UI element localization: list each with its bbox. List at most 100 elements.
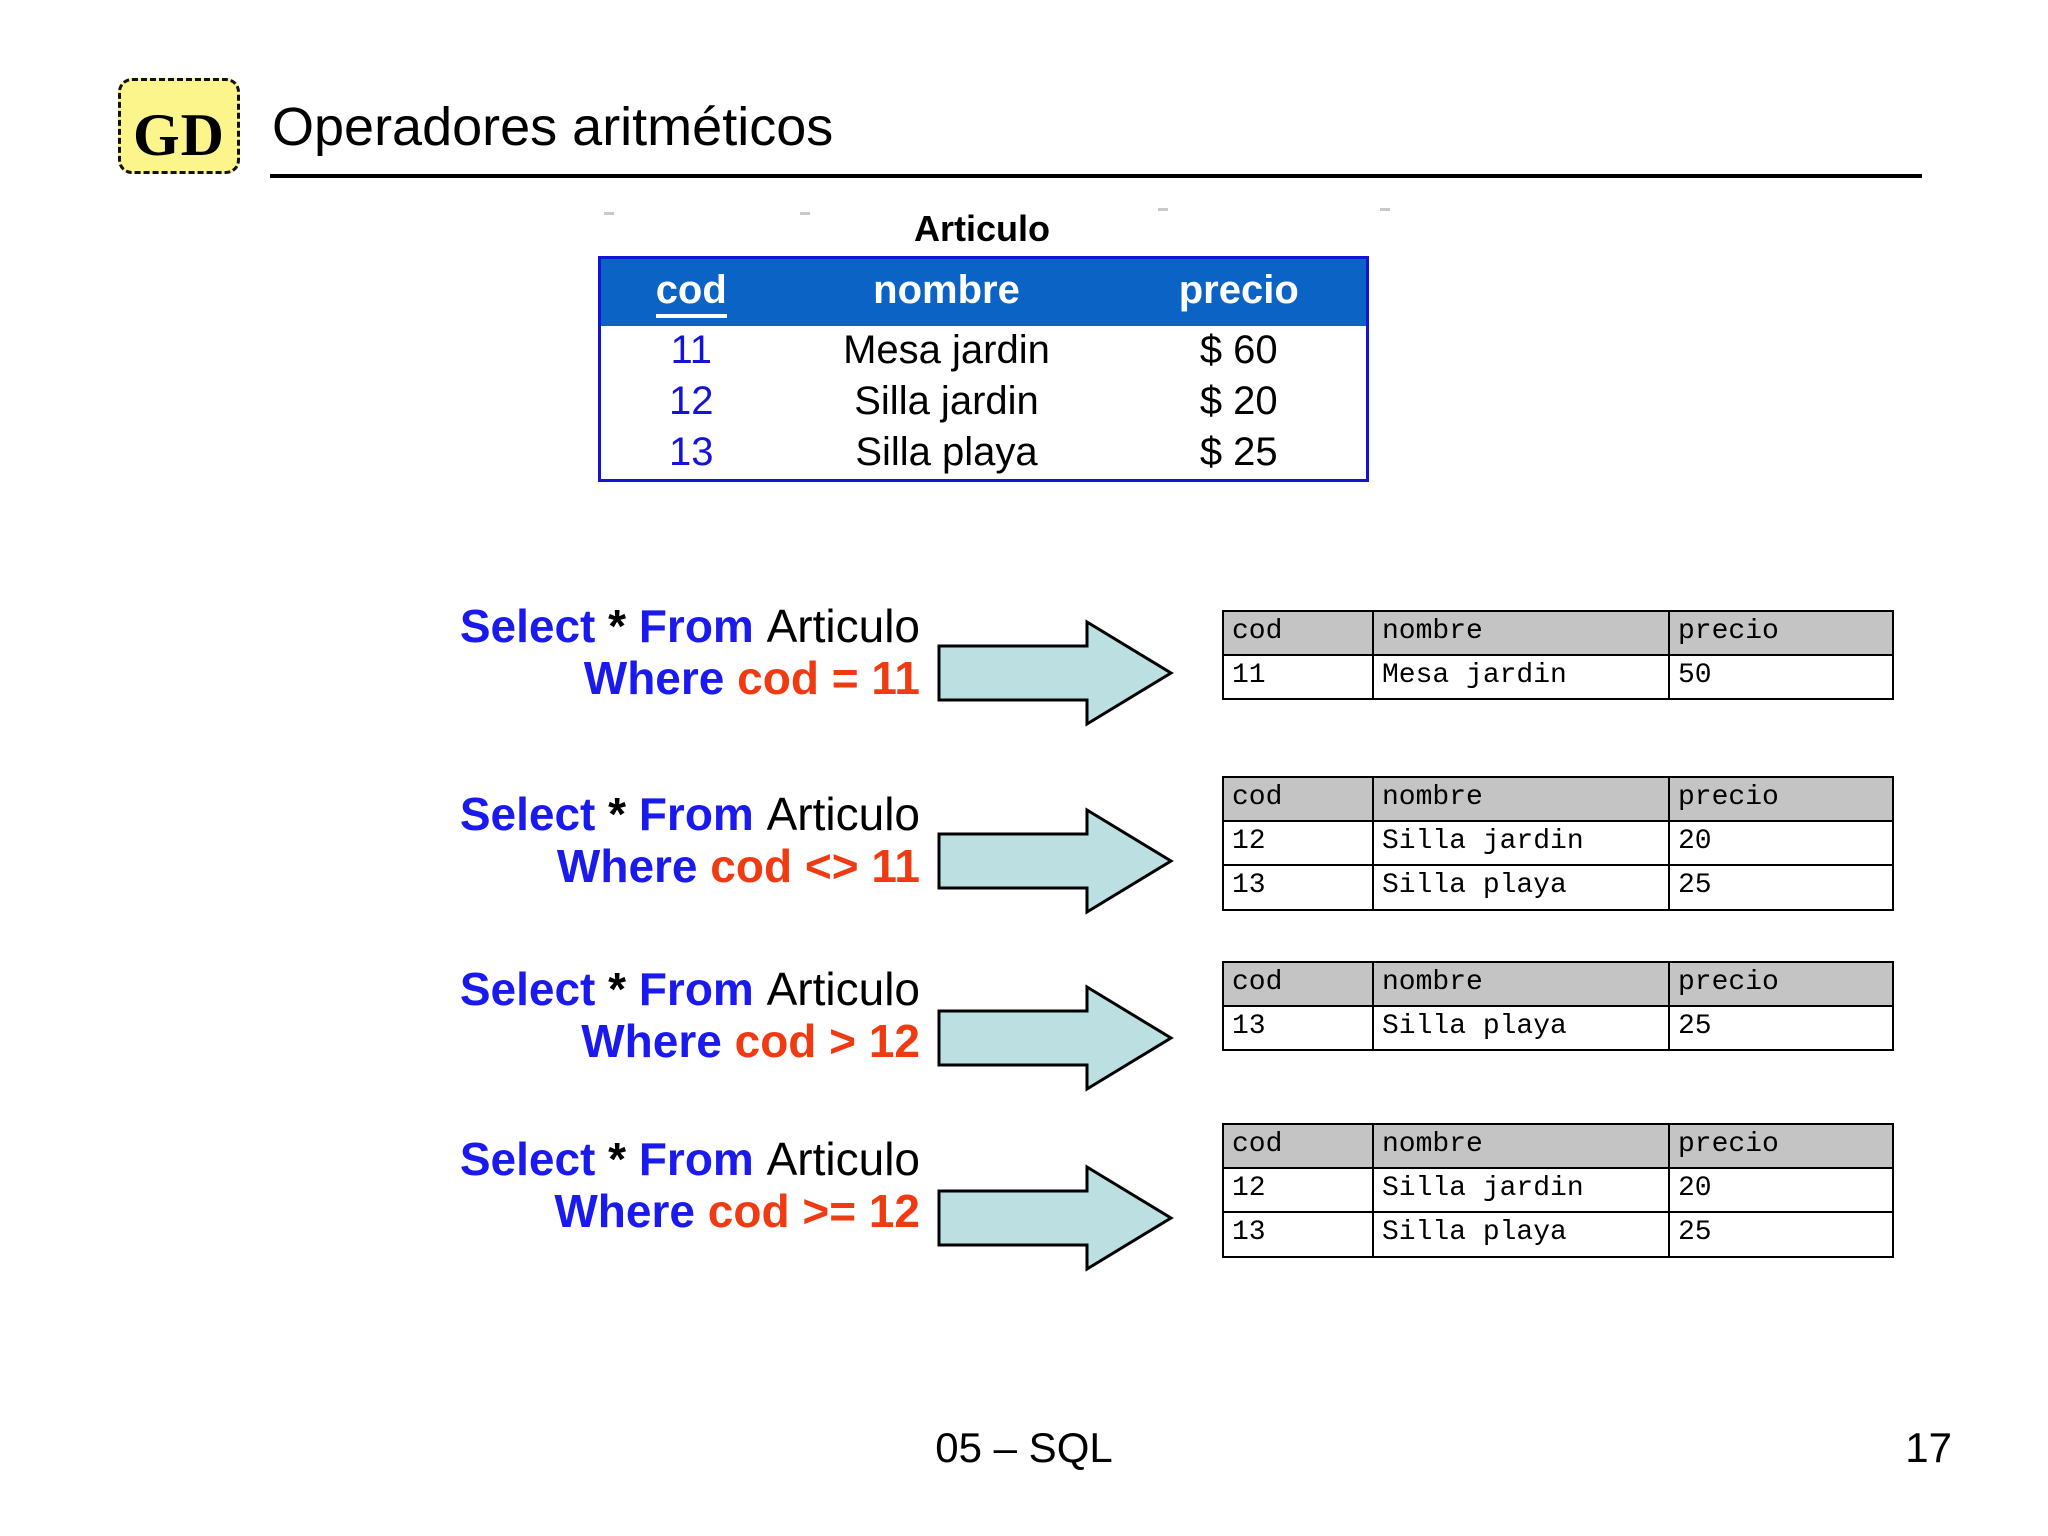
sql-keyword-select: Select: [459, 788, 596, 840]
result-col-cod: cod: [1222, 775, 1374, 823]
result-table-wrap-3: cod nombre precio 13 Silla playa 25: [1222, 960, 1894, 1052]
sql-keyword-where: Where: [554, 1185, 695, 1238]
articulo-table: cod nombre precio 11 Mesa jardin $ 60 12…: [598, 256, 1369, 482]
registration-tick: [800, 212, 810, 215]
result-col-cod: cod: [1222, 609, 1374, 657]
sql-condition: cod = 11: [737, 652, 920, 705]
right-arrow-icon: [935, 806, 1175, 916]
result-cell-precio: 25: [1668, 1211, 1894, 1258]
query-block-1: Select * From Articulo Where cod = 11 co…: [0, 600, 2048, 750]
result-cell-cod: 13: [1222, 1211, 1374, 1258]
registration-tick: [604, 212, 614, 215]
articulo-cell-precio: $ 25: [1199, 430, 1278, 474]
registration-tick: [1158, 208, 1168, 211]
result-col-precio: precio: [1668, 960, 1894, 1008]
sql-statement: Select * From Articulo Where cod >= 12: [180, 1133, 920, 1238]
result-table: cod nombre precio 12 Silla jardin 20 13 …: [1222, 1122, 1894, 1258]
sql-keyword-from: From: [638, 1133, 754, 1185]
sql-table-name: Articulo: [766, 1133, 920, 1185]
table-row: 11 Mesa jardin 50: [1222, 654, 1894, 701]
result-cell-precio: 20: [1668, 820, 1894, 867]
table-row: 13 Silla playa 25: [1222, 864, 1894, 911]
sql-keyword-select: Select: [459, 600, 596, 652]
sql-line-1: Select * From Articulo: [180, 963, 920, 1015]
sql-line-2: Where cod <> 11: [180, 840, 920, 892]
articulo-cell-precio: $ 60: [1199, 328, 1278, 372]
sql-condition: cod > 12: [734, 1015, 920, 1068]
articulo-col-nombre: nombre: [873, 268, 1020, 312]
result-col-cod: cod: [1222, 1122, 1374, 1170]
sql-keyword-where: Where: [583, 652, 725, 705]
result-cell-precio: 25: [1668, 864, 1894, 911]
footer-deck-label: 05 – SQL: [935, 1424, 1113, 1471]
result-cell-nombre: Silla playa: [1372, 1211, 1670, 1258]
sql-line-1: Select * From Articulo: [180, 788, 920, 840]
articulo-cell-nombre: Silla jardin: [854, 379, 1039, 423]
right-arrow-icon: [935, 1163, 1175, 1273]
articulo-col-precio: precio: [1178, 268, 1299, 312]
result-cell-cod: 13: [1222, 1005, 1374, 1052]
table-row: 13 Silla playa 25: [1222, 1211, 1894, 1258]
sql-star: *: [608, 1133, 627, 1185]
result-col-nombre: nombre: [1372, 775, 1670, 823]
result-cell-nombre: Silla playa: [1372, 1005, 1670, 1052]
result-col-nombre: nombre: [1372, 960, 1670, 1008]
right-arrow-icon: [935, 618, 1175, 728]
result-cell-precio: 25: [1668, 1005, 1894, 1052]
articulo-table-block: Articulo cod nombre precio 11 Mesa jardi…: [598, 208, 1369, 482]
sql-condition: cod >= 12: [707, 1185, 920, 1238]
table-row: 13 Silla playa 25: [1222, 1005, 1894, 1052]
sql-line-2: Where cod >= 12: [180, 1185, 920, 1237]
sql-keyword-where: Where: [556, 840, 698, 893]
result-header-row: cod nombre precio: [1222, 960, 1894, 1008]
table-row: 11 Mesa jardin $ 60: [600, 326, 1368, 377]
result-header-row: cod nombre precio: [1222, 609, 1894, 657]
sql-keyword-select: Select: [459, 963, 596, 1015]
result-header-row: cod nombre precio: [1222, 775, 1894, 823]
result-cell-nombre: Mesa jardin: [1372, 654, 1670, 701]
articulo-cell-cod: 13: [669, 430, 714, 474]
articulo-header-row: cod nombre precio: [599, 257, 1368, 327]
sql-line-2: Where cod = 11: [180, 652, 920, 704]
sql-table-name: Articulo: [766, 963, 920, 1015]
query-block-4: Select * From Articulo Where cod >= 12 c…: [0, 1122, 2048, 1283]
result-table-wrap-4: cod nombre precio 12 Silla jardin 20 13 …: [1222, 1122, 1894, 1258]
sql-statement: Select * From Articulo Where cod <> 11: [180, 788, 920, 893]
logo-label: GD: [133, 102, 225, 168]
table-row: 12 Silla jardin $ 20: [600, 377, 1368, 428]
result-table: cod nombre precio 13 Silla playa 25: [1222, 960, 1894, 1052]
result-col-precio: precio: [1668, 1122, 1894, 1170]
result-cell-precio: 20: [1668, 1167, 1894, 1214]
table-row: 13 Silla playa $ 25: [600, 428, 1368, 481]
articulo-cell-precio: $ 20: [1199, 379, 1278, 423]
header-divider: [270, 174, 1922, 178]
result-header-row: cod nombre precio: [1222, 1122, 1894, 1170]
result-table: cod nombre precio 11 Mesa jardin 50: [1222, 609, 1894, 701]
result-col-nombre: nombre: [1372, 1122, 1670, 1170]
result-cell-cod: 12: [1222, 820, 1374, 867]
sql-line-1: Select * From Articulo: [180, 600, 920, 652]
query-block-2: Select * From Articulo Where cod <> 11 c…: [0, 775, 2048, 938]
result-cell-precio: 50: [1668, 654, 1894, 701]
sql-table-name: Articulo: [766, 788, 920, 840]
sql-statement: Select * From Articulo Where cod = 11: [180, 600, 920, 705]
result-table-wrap-1: cod nombre precio 11 Mesa jardin 50: [1222, 609, 1894, 701]
articulo-cell-cod: 11: [670, 328, 713, 372]
articulo-cell-cod: 12: [669, 379, 714, 423]
articulo-col-cod: cod: [600, 258, 782, 327]
result-table-wrap-2: cod nombre precio 12 Silla jardin 20 13 …: [1222, 775, 1894, 911]
result-col-precio: precio: [1668, 609, 1894, 657]
query-block-3: Select * From Articulo Where cod > 12 co…: [0, 960, 2048, 1113]
sql-keyword-select: Select: [459, 1133, 596, 1185]
articulo-cell-nombre: Silla playa: [855, 430, 1038, 474]
sql-line-1: Select * From Articulo: [180, 1133, 920, 1185]
sql-line-2: Where cod > 12: [180, 1015, 920, 1067]
sql-star: *: [608, 600, 627, 652]
result-cell-nombre: Silla playa: [1372, 864, 1670, 911]
result-col-cod: cod: [1222, 960, 1374, 1008]
result-col-precio: precio: [1668, 775, 1894, 823]
sql-table-name: Articulo: [766, 600, 920, 652]
sql-keyword-where: Where: [581, 1015, 722, 1068]
result-cell-nombre: Silla jardin: [1372, 820, 1670, 867]
table-row: 12 Silla jardin 20: [1222, 1167, 1894, 1214]
